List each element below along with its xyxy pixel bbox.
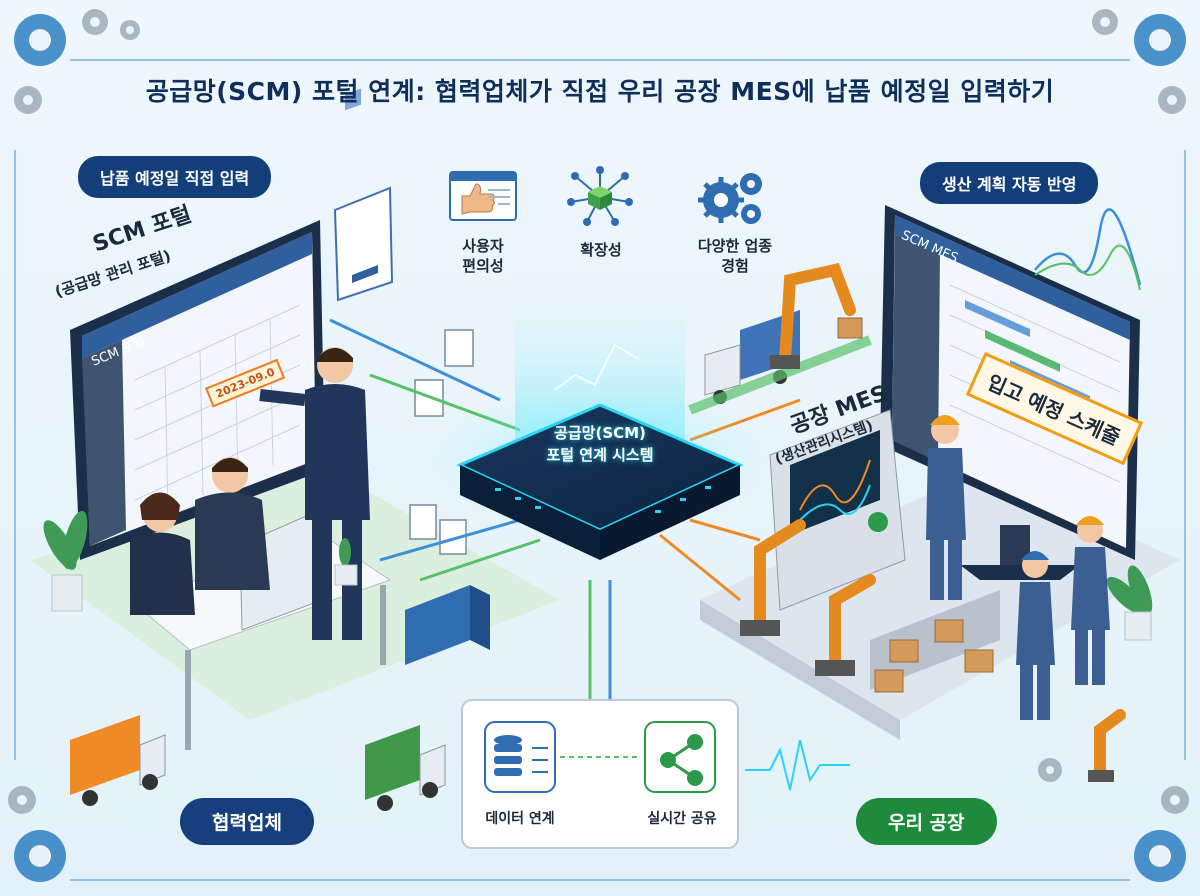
gear-icon: [14, 14, 1186, 882]
worker-2: [1016, 551, 1055, 720]
callout-direct-input: 납품 예정일 직접 입력: [78, 156, 272, 198]
orange-truck: [70, 715, 166, 806]
data-link-label: 데이터 연계: [485, 811, 555, 827]
hub-label: 공급망(SCM) 포털 연계 시스템: [546, 424, 654, 464]
feature-label-scalability: 확장성: [580, 241, 622, 259]
network-cube-icon: [565, 166, 635, 228]
feature-label-experience: 다양한 업종 경험: [697, 237, 773, 275]
callout-auto-reflect: 생산 계획 자동 반영: [920, 162, 1099, 204]
worker-3: [1071, 516, 1110, 685]
realtime-share-label: 실시간 공유: [647, 811, 717, 827]
thumbs-up-icon: [448, 170, 518, 222]
page-title: 공급망(SCM) 포털 연계: 협력업체가 직접 우리 공장 MES에 납품 예…: [145, 77, 1055, 106]
zone-partner-label: 협력업체: [180, 798, 314, 845]
green-truck: [365, 725, 446, 811]
feature-label-usability: 사용자 편의성: [462, 237, 504, 275]
worker-1: [926, 415, 966, 600]
gears-icon: [695, 168, 773, 228]
zone-factory-label: 우리 공장: [856, 798, 997, 845]
